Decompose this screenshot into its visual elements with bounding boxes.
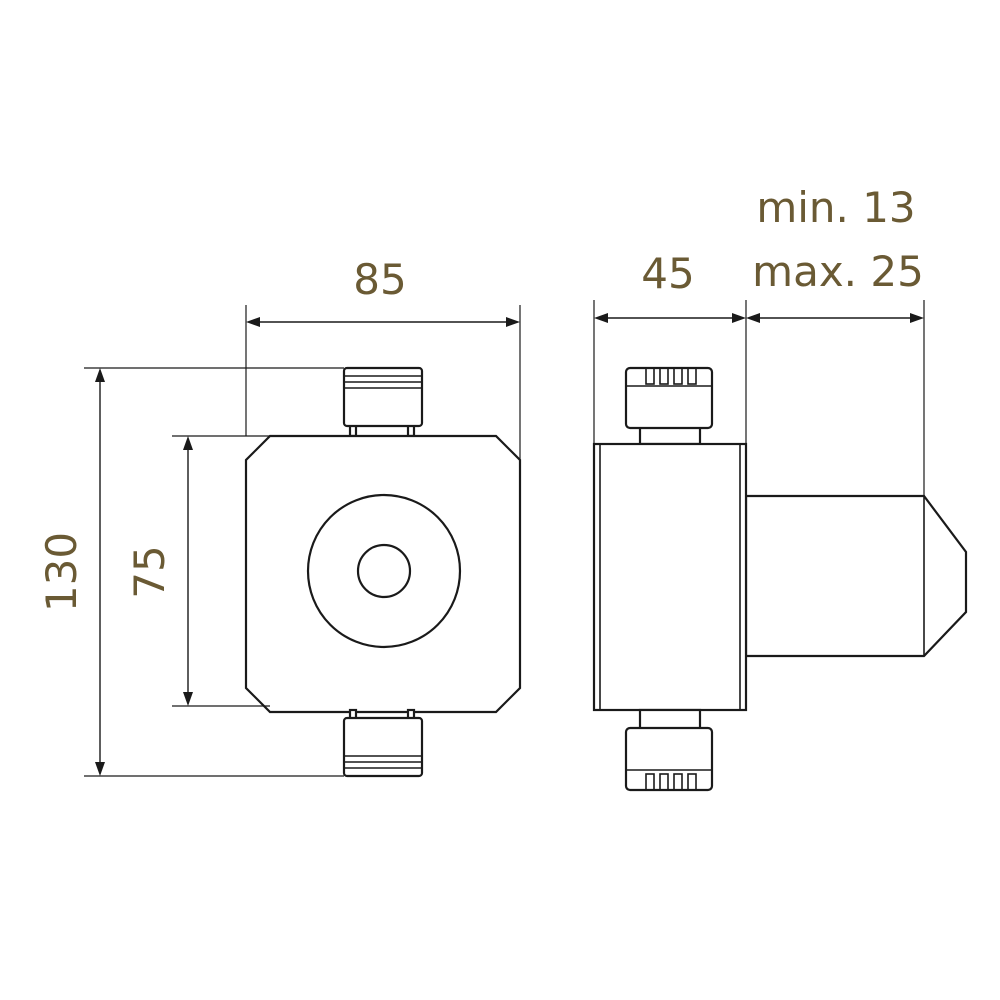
- dimension-width-label: 85: [353, 255, 406, 304]
- side-bottom-connector: [624, 708, 714, 792]
- dimension-body-height-label: 75: [125, 545, 174, 598]
- dimension-body-height: 75: [125, 435, 270, 707]
- front-inner-ring: [356, 543, 412, 599]
- dimension-depth-label: 45: [641, 249, 694, 298]
- dimension-overall-height-label: 130: [37, 532, 86, 612]
- front-top-connector: [342, 366, 424, 438]
- front-bottom-connector: [342, 708, 424, 778]
- dimension-range-min-label: min. 13: [756, 183, 915, 232]
- dimension-spigot-range: min. 13 max. 25: [746, 183, 925, 496]
- side-body: [592, 442, 748, 712]
- front-view: [244, 366, 522, 778]
- dimension-overall-height: 130: [37, 367, 344, 777]
- dimension-depth: 45: [593, 249, 747, 496]
- dimension-range-max-label: max. 25: [752, 247, 924, 296]
- side-top-connector: [624, 366, 714, 446]
- side-view: [592, 366, 968, 792]
- side-spigot: [744, 494, 968, 658]
- dimension-width: 85: [245, 255, 521, 460]
